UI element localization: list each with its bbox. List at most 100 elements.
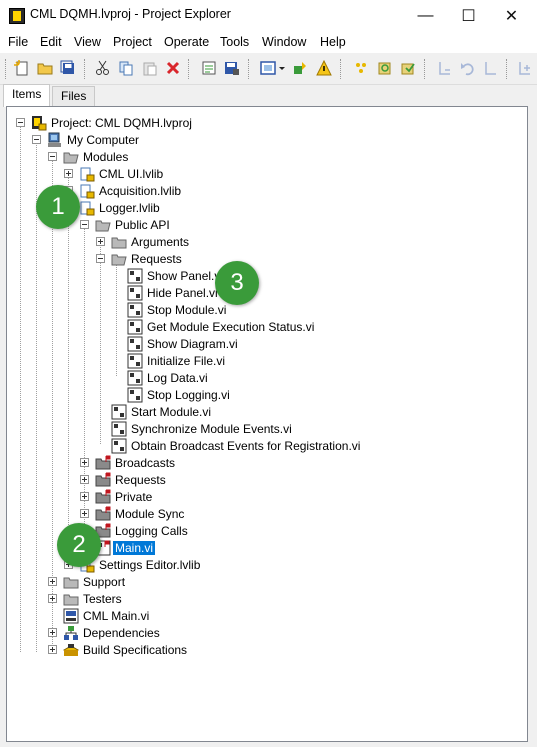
vi-icon <box>111 421 127 437</box>
toolbar-separator <box>340 59 343 79</box>
vi-icon <box>127 336 143 352</box>
menu-project[interactable]: Project <box>113 35 152 49</box>
build-spec-icon[interactable] <box>260 60 276 76</box>
expander-private[interactable] <box>80 492 89 501</box>
folder-icon <box>63 594 79 606</box>
undo-icon[interactable] <box>460 60 476 76</box>
title-bar: CML DQMH.lvproj - Project Explorer — ☐ ✕ <box>0 0 537 31</box>
add-item-icon[interactable] <box>517 60 533 76</box>
open-folder-icon <box>63 152 79 164</box>
expander-requests-folder[interactable] <box>80 475 89 484</box>
vi-icon <box>127 268 143 284</box>
paste-icon[interactable] <box>142 60 158 76</box>
refresh-files-icon[interactable] <box>377 60 393 76</box>
expander-requests[interactable] <box>96 254 105 263</box>
expander-broadcasts[interactable] <box>80 458 89 467</box>
toolbar-separator <box>424 59 427 79</box>
menu-help[interactable]: Help <box>320 35 346 49</box>
tree-connector <box>36 141 37 652</box>
library-icon <box>80 201 95 216</box>
copy-icon[interactable] <box>118 60 134 76</box>
tree-connector <box>68 175 69 563</box>
toolbar-separator <box>84 59 87 79</box>
menu-window[interactable]: Window <box>262 35 307 49</box>
filter-icon[interactable] <box>353 60 369 76</box>
callout-3: 3 <box>215 261 259 305</box>
open-folder-icon <box>95 220 111 232</box>
menu-tools[interactable]: Tools <box>220 35 250 49</box>
expander-testers[interactable] <box>48 594 57 603</box>
project-icon <box>32 116 47 131</box>
cut-icon[interactable] <box>95 60 111 76</box>
vi-icon <box>127 319 143 335</box>
vi-icon <box>127 353 143 369</box>
open-folder-icon <box>111 254 127 266</box>
private-folder-icon <box>95 472 111 487</box>
menu-operate[interactable]: Operate <box>164 35 210 49</box>
callout-1: 1 <box>36 185 80 229</box>
vi-icon <box>111 438 127 454</box>
callout-2: 2 <box>57 523 101 567</box>
expander-project[interactable] <box>16 118 25 127</box>
expander-cml-ui[interactable] <box>64 169 73 178</box>
menu-view[interactable]: View <box>74 35 101 49</box>
vi-icon <box>127 387 143 403</box>
tree-connector <box>20 124 21 652</box>
private-folder-icon <box>95 455 111 470</box>
expander-arguments[interactable] <box>96 237 105 246</box>
menu-bar: File Edit View Project Operate Tools Win… <box>0 31 537 53</box>
properties-icon[interactable] <box>201 60 217 76</box>
menu-file[interactable]: File <box>8 35 29 49</box>
close-button[interactable]: ✕ <box>504 7 519 25</box>
minimize-button[interactable]: — <box>417 6 434 24</box>
folder-icon <box>111 237 127 249</box>
labview-project-icon <box>9 8 25 24</box>
maximize-button[interactable]: ☐ <box>461 7 476 25</box>
move-icon[interactable] <box>483 60 499 76</box>
private-folder-icon <box>95 506 111 521</box>
vi-icon <box>127 285 143 301</box>
save-icon[interactable] <box>224 60 240 76</box>
tree-connector <box>52 158 53 652</box>
expander-my-computer[interactable] <box>32 135 41 144</box>
expander-modules[interactable] <box>48 152 57 161</box>
expander-module-sync[interactable] <box>80 509 89 518</box>
toolbar-separator <box>188 59 191 79</box>
tree-connector <box>84 226 85 546</box>
private-folder-icon <box>95 489 111 504</box>
deploy-icon[interactable] <box>292 60 308 76</box>
toolbar-separator <box>506 59 509 79</box>
new-icon[interactable] <box>14 60 30 76</box>
project-tree[interactable]: Project: CML DQMH.lvproj My Computer Mod… <box>6 106 528 742</box>
tree-connector <box>116 260 117 376</box>
view-tabs: Items Files <box>0 84 537 107</box>
open-icon[interactable] <box>37 60 53 76</box>
vi-icon <box>127 370 143 386</box>
vi-icon <box>63 608 79 624</box>
tree-connector <box>100 243 101 444</box>
add-file-icon[interactable] <box>437 60 453 76</box>
folder-icon <box>63 577 79 589</box>
delete-icon[interactable] <box>165 60 181 76</box>
expander-support[interactable] <box>48 577 57 586</box>
expander-build-specifications[interactable] <box>48 645 57 654</box>
expander-dependencies[interactable] <box>48 628 57 637</box>
dependencies-icon <box>64 626 78 640</box>
toolbar-separator <box>248 59 251 79</box>
vi-icon <box>127 302 143 318</box>
library-icon <box>80 184 95 199</box>
expander-public-api[interactable] <box>80 220 89 229</box>
window-title: CML DQMH.lvproj - Project Explorer <box>30 7 231 21</box>
tab-files[interactable]: Files <box>52 86 96 106</box>
build-specifications-icon <box>63 644 79 656</box>
toolbar <box>0 53 537 85</box>
resolve-icon[interactable] <box>400 60 416 76</box>
toolbar-grip <box>5 59 8 79</box>
chevron-down-icon[interactable] <box>278 60 286 76</box>
computer-icon <box>48 132 61 147</box>
library-icon <box>80 167 95 182</box>
tab-items[interactable]: Items <box>3 84 51 107</box>
save-all-icon[interactable] <box>60 60 76 76</box>
menu-edit[interactable]: Edit <box>40 35 62 49</box>
warning-icon[interactable] <box>316 60 332 76</box>
